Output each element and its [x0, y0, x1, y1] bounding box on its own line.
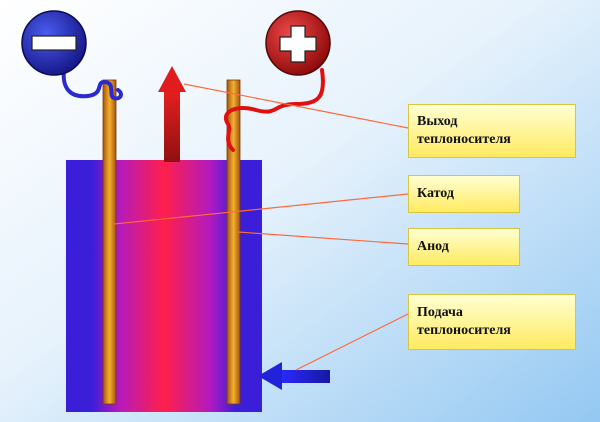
- positive-terminal: [265, 10, 331, 76]
- label-anode-text: Анод: [417, 239, 449, 254]
- negative-wire: [61, 68, 123, 101]
- label-coolant-in: Подача теплоносителя: [408, 294, 576, 350]
- leader-coolant-out: [183, 83, 409, 129]
- label-coolant-out: Выход теплоносителя: [408, 104, 576, 158]
- label-cathode: Катод: [408, 175, 520, 213]
- label-anode: Анод: [408, 228, 520, 266]
- leader-cathode: [113, 193, 409, 225]
- negative-terminal: [21, 10, 87, 76]
- label-coolant-in-text: Подача теплоносителя: [417, 305, 511, 338]
- label-cathode-text: Катод: [417, 186, 454, 201]
- cathode-electrode: [102, 79, 117, 405]
- plus-icon: [279, 25, 317, 63]
- positive-wire: [224, 68, 325, 152]
- coolant-out-arrow: [158, 66, 186, 162]
- leader-coolant-in: [295, 313, 409, 371]
- minus-icon: [31, 35, 77, 51]
- coolant-in-arrow: [258, 362, 330, 390]
- label-coolant-out-text: Выход теплоносителя: [417, 114, 511, 147]
- anode-electrode: [226, 79, 241, 405]
- leader-lines: [113, 83, 409, 371]
- leader-anode: [237, 231, 409, 245]
